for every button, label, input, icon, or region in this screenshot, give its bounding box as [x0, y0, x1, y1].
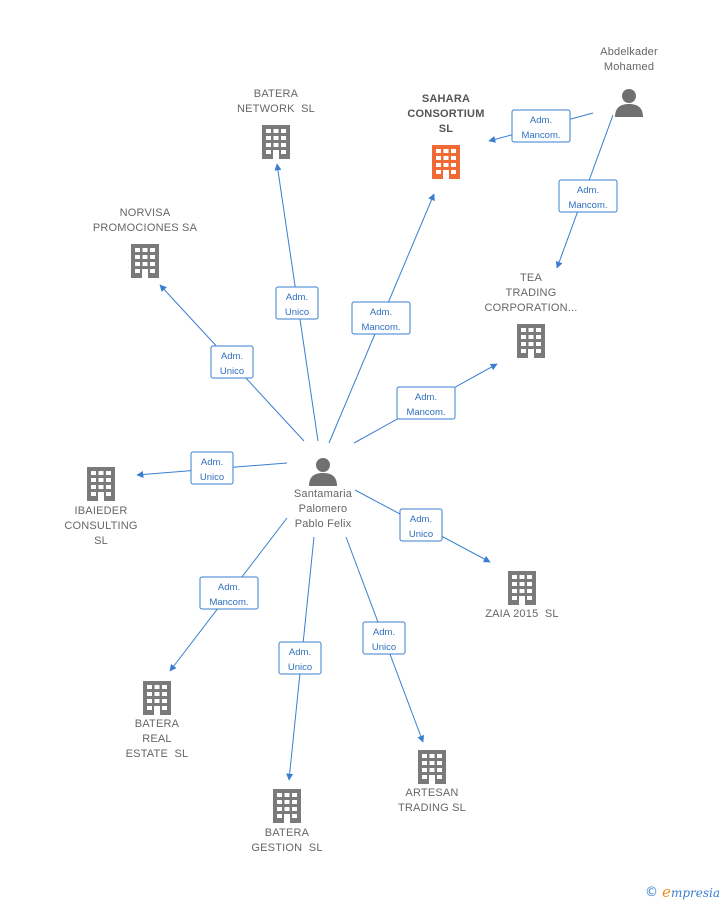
node-label-line: Santamaria: [294, 488, 353, 500]
edge-santamaria-batera_real[interactable]: Adm. Mancom.: [169, 517, 288, 672]
edge-label-text: Unico: [220, 366, 244, 377]
node-label-line: CONSORTIUM: [407, 108, 484, 120]
node-label-line: GESTION SL: [251, 842, 322, 854]
edge-label-text: Adm.: [201, 457, 223, 468]
node-label-line: CONSULTING: [64, 520, 137, 532]
node-label-line: CORPORATION...: [484, 302, 577, 314]
building-icon[interactable]: [143, 681, 171, 715]
edge-santamaria-ibaieder[interactable]: Adm. Unico: [136, 451, 288, 485]
node-tea[interactable]: TEA TRADING CORPORATION...: [484, 272, 577, 358]
node-label-line: ZAIA 2015 SL: [485, 608, 559, 620]
edge-label-box[interactable]: [275, 286, 319, 320]
edge-label-text: Unico: [409, 529, 433, 540]
edge-label-text: Adm.: [530, 115, 552, 126]
edge-label-text: Adm.: [289, 647, 311, 658]
node-label-line: TEA: [520, 272, 542, 284]
edge-santamaria-artesan[interactable]: Adm. Unico: [345, 536, 425, 743]
edge-santamaria-tea[interactable]: Adm. Mancom.: [353, 363, 498, 444]
node-zaia[interactable]: ZAIA 2015 SL: [485, 571, 559, 620]
node-label-line: SAHARA: [422, 93, 470, 105]
person-icon[interactable]: [615, 89, 643, 117]
node-norvisa[interactable]: NORVISA PROMOCIONES SA: [93, 207, 198, 278]
node-label-line: TRADING: [506, 287, 557, 299]
edge-abdelkader-sahara[interactable]: Adm. Mancom.: [488, 109, 594, 143]
node-label-line: SL: [94, 535, 108, 547]
edge-santamaria-batera_network[interactable]: Adm. Unico: [274, 163, 319, 442]
footer-brand: © empresia: [645, 883, 720, 901]
building-icon[interactable]: [432, 145, 460, 179]
node-label-line: ARTESAN: [405, 787, 458, 799]
brand-logo[interactable]: empresia: [662, 883, 720, 901]
edge-santamaria-norvisa[interactable]: Adm. Unico: [159, 284, 305, 442]
edge-santamaria-sahara[interactable]: Adm. Mancom.: [328, 193, 435, 444]
edge-label-box[interactable]: [199, 576, 259, 610]
node-label-line: BATERA: [135, 718, 180, 730]
node-label-line: IBAIEDER: [75, 505, 128, 517]
edge-label-box[interactable]: [210, 345, 254, 379]
building-icon[interactable]: [517, 324, 545, 358]
building-icon[interactable]: [131, 244, 159, 278]
edge-label-text: Mancom.: [521, 130, 560, 141]
node-batera_network[interactable]: BATERA NETWORK SL: [237, 88, 315, 159]
edge-label-text: Adm.: [370, 307, 392, 318]
edge-label-box[interactable]: [190, 451, 234, 485]
edge-santamaria-zaia[interactable]: Adm. Unico: [354, 489, 491, 563]
node-ibaieder[interactable]: IBAIEDER CONSULTING SL: [64, 467, 137, 547]
edge-label-text: Adm.: [286, 292, 308, 303]
node-label-line: NETWORK SL: [237, 103, 315, 115]
node-label-line: REAL: [142, 733, 172, 745]
edge-label-box[interactable]: [511, 109, 571, 143]
building-icon[interactable]: [87, 467, 115, 501]
node-label-line: Mohamed: [604, 61, 654, 73]
node-batera_gestion[interactable]: BATERA GESTION SL: [251, 789, 322, 854]
edge-label-text: Mancom.: [568, 200, 607, 211]
edge-label-text: Unico: [372, 642, 396, 653]
edge-label-text: Mancom.: [406, 407, 445, 418]
node-artesan[interactable]: ARTESAN TRADING SL: [398, 750, 466, 814]
edge-label-text: Adm.: [373, 627, 395, 638]
edge-label-box[interactable]: [362, 621, 406, 655]
node-label-line: SL: [439, 123, 454, 135]
edge-label-box[interactable]: [396, 386, 456, 420]
edges-layer: Adm. Mancom. Adm. Mancom. Adm. Mancom. Adm. Uni…: [136, 109, 618, 781]
node-label-line: Abdelkader: [600, 46, 658, 58]
edge-label-text: Unico: [288, 662, 312, 673]
node-label-line: BATERA: [254, 88, 299, 100]
node-label-line: ESTATE SL: [126, 748, 189, 760]
edge-label-text: Adm.: [415, 392, 437, 403]
building-icon[interactable]: [262, 125, 290, 159]
edge-label-text: Unico: [200, 472, 224, 483]
edge-label-box[interactable]: [558, 179, 618, 213]
node-batera_real[interactable]: BATERA REAL ESTATE SL: [126, 681, 189, 760]
node-label-line: TRADING SL: [398, 802, 466, 814]
building-icon[interactable]: [273, 789, 301, 823]
edge-abdelkader-tea[interactable]: Adm. Mancom.: [555, 114, 618, 269]
edge-label-text: Adm.: [410, 514, 432, 525]
node-label-line: Pablo Felix: [295, 518, 352, 530]
node-sahara[interactable]: SAHARA CONSORTIUM SL: [407, 93, 484, 179]
edge-label-text: Adm.: [221, 351, 243, 362]
copyright-icon: ©: [645, 884, 659, 900]
node-label-line: Palomero: [299, 503, 348, 515]
edge-label-text: Mancom.: [361, 322, 400, 333]
edge-santamaria-batera_gestion[interactable]: Adm. Unico: [278, 536, 322, 781]
edge-label-text: Adm.: [577, 185, 599, 196]
edge-label-box[interactable]: [399, 508, 443, 542]
building-icon[interactable]: [418, 750, 446, 784]
person-icon[interactable]: [309, 458, 337, 486]
node-label-line: NORVISA: [120, 207, 171, 219]
edge-label-text: Unico: [285, 307, 309, 318]
node-label-line: PROMOCIONES SA: [93, 222, 198, 234]
edge-label-text: Mancom.: [209, 597, 248, 608]
edge-label-text: Adm.: [218, 582, 240, 593]
node-label-line: BATERA: [265, 827, 310, 839]
building-icon[interactable]: [508, 571, 536, 605]
edge-label-box[interactable]: [351, 301, 411, 335]
edge-label-box[interactable]: [278, 641, 322, 675]
